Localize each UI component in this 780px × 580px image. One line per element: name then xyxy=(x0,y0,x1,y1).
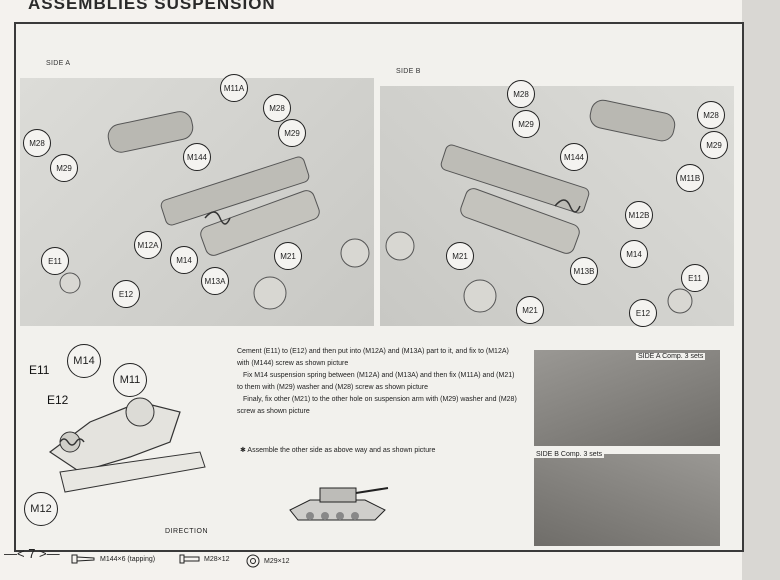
side-a-comp-photo xyxy=(534,350,720,446)
callout-side-a-m12a: M12A xyxy=(134,231,162,259)
callout-side-a-e11: E11 xyxy=(41,247,69,275)
callout-side-a-m13a: M13A xyxy=(201,267,229,295)
screw-icon xyxy=(179,554,200,564)
callout-side-b-m28-a: M28 xyxy=(507,80,535,108)
detail-drawing xyxy=(48,397,206,493)
instruction-step-2: Fix M14 suspension spring between (M12A)… xyxy=(237,372,515,391)
page-number: —< 7 >— xyxy=(4,546,60,561)
label-detail-e12: E12 xyxy=(47,393,69,407)
instructions-text: Cement (E11) to (E12) and then put into … xyxy=(237,346,519,418)
callout-side-b-m21-b: M21 xyxy=(516,296,544,324)
instruction-step-1: Cement (E11) to (E12) and then put into … xyxy=(237,348,509,367)
callout-side-b-e12: E12 xyxy=(629,299,657,327)
side-b-comp-photo xyxy=(534,454,720,546)
side-b-parts-drawing xyxy=(385,99,693,314)
callout-side-a-m29-a: M29 xyxy=(50,154,78,182)
callout-side-b-m29-a: M29 xyxy=(512,110,540,138)
legend-bolt-label: M28×12 xyxy=(204,555,230,563)
side-a-parts-drawing xyxy=(59,111,370,310)
legend-washer: M29×12 xyxy=(246,554,290,568)
callout-side-b-e11: E11 xyxy=(681,264,709,292)
callout-side-b-m21-a: M21 xyxy=(446,242,474,270)
callout-side-b-m28-b: M28 xyxy=(697,101,725,129)
callout-detail-m12: M12 xyxy=(24,492,58,526)
legend-bolt: M28×12 xyxy=(179,554,230,564)
callout-side-a-m28-b: M28 xyxy=(263,94,291,122)
page-title: ASSEMBLIES SUSPENSION xyxy=(28,0,276,13)
instruction-step-3: Finaly, fix other (M21) to the other hol… xyxy=(237,396,517,415)
callout-detail-m14: M14 xyxy=(67,344,101,378)
legend-washer-label: M29×12 xyxy=(264,557,290,565)
callout-side-a-m14: M14 xyxy=(170,246,198,274)
callout-detail-m11: M11 xyxy=(113,363,147,397)
side-a-comp-label: SIDE A Comp. 3 sets xyxy=(636,353,706,360)
washer-icon xyxy=(246,554,260,568)
direction-label: DIRECTION xyxy=(165,528,208,535)
callout-side-b-m29-b: M29 xyxy=(700,131,728,159)
side-b-comp-label: SIDE B Comp. 3 sets xyxy=(534,451,605,458)
side-a-label: SIDE A xyxy=(46,60,71,67)
callout-side-a-m21: M21 xyxy=(274,242,302,270)
page-margin xyxy=(742,0,780,580)
callout-side-b-m13b: M13B xyxy=(570,257,598,285)
callout-side-a-m29-b: M29 xyxy=(278,119,306,147)
assembly-note: ✱ Assemble the other side as above way a… xyxy=(240,447,436,454)
callout-side-b-m14: M14 xyxy=(620,240,648,268)
label-detail-e11: E11 xyxy=(29,363,50,377)
legend-screw-label: M144×6 (tapping) xyxy=(100,555,156,563)
side-b-label: SIDE B xyxy=(396,68,421,75)
legend-screw: M144×6 (tapping) xyxy=(71,554,156,564)
callout-side-a-m144: M144 xyxy=(183,143,211,171)
callout-side-a-m11a: M11A xyxy=(220,74,248,102)
callout-side-b-m12b: M12B xyxy=(625,201,653,229)
callout-side-a-e12: E12 xyxy=(112,280,140,308)
tapping-screw-icon xyxy=(71,554,95,564)
tank-icon xyxy=(289,487,389,521)
callout-side-b-m11b: M11B xyxy=(676,164,704,192)
callout-side-b-m144: M144 xyxy=(560,143,588,171)
callout-side-a-m28-a: M28 xyxy=(23,129,51,157)
